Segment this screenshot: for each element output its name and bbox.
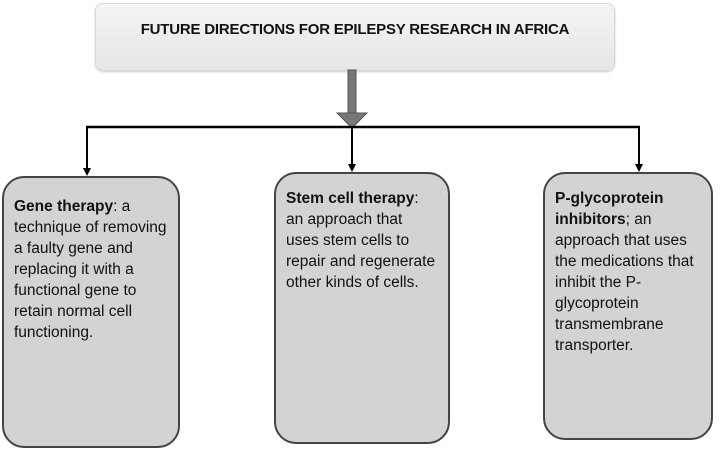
p-glycoprotein-box: P-glycoprotein inhibitors; an approach t… xyxy=(543,172,713,440)
title-box: FUTURE DIRECTIONS FOR EPILEPSY RESEARCH … xyxy=(95,3,615,71)
stem-cell-therapy-box: Stem cell therapy: an approach that uses… xyxy=(274,172,450,444)
title-text: FUTURE DIRECTIONS FOR EPILEPSY RESEARCH … xyxy=(140,21,570,38)
box-text: : a technique of removing a faulty gene … xyxy=(14,198,167,341)
main-down-arrow xyxy=(335,69,369,129)
gene-therapy-box: Gene therapy: a technique of removing a … xyxy=(2,176,180,448)
box-heading: P-glycoprotein inhibitors xyxy=(555,190,664,228)
box-heading: Gene therapy xyxy=(14,198,114,215)
box-heading: Stem cell therapy xyxy=(286,190,415,207)
box-text: : an approach that uses stem cells to re… xyxy=(286,190,436,291)
box-text: ; an approach that uses the medications … xyxy=(555,211,694,354)
